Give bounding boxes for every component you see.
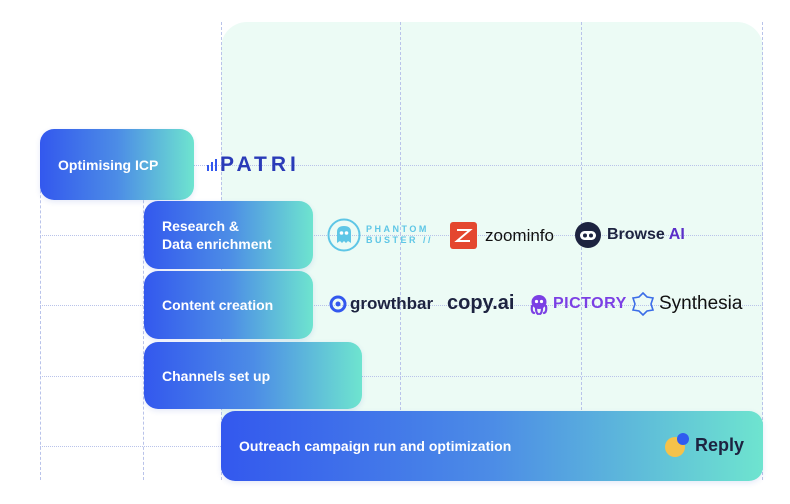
- pictory-wordmark: PICTORY: [553, 295, 627, 312]
- zoominfo-wordmark: zoominfo: [485, 225, 554, 245]
- grid-line-horizontal: [40, 305, 763, 306]
- stage-label: Content creation: [162, 297, 274, 313]
- grid-line-vertical: [143, 150, 144, 480]
- stage-label: Outreach campaign run and optimization: [239, 438, 512, 454]
- pictory-logo: PICTORY: [528, 293, 627, 315]
- zoominfo-icon: [450, 222, 477, 249]
- phantom-ghost-icon: [327, 218, 361, 252]
- reply-wordmark: Reply: [695, 434, 745, 455]
- browse-ai-wordmark: Browse: [607, 226, 665, 243]
- grid-line-vertical: [400, 22, 401, 480]
- reply-logo: Reply: [664, 432, 744, 458]
- patri-bars-icon: [207, 159, 217, 171]
- stage-label: Optimising ICP: [58, 156, 159, 173]
- synthesia-wordmark: Synthesia: [659, 293, 743, 314]
- growthbar-icon: [329, 295, 347, 313]
- synthesia-logo: Synthesia: [631, 292, 742, 316]
- pictory-octopus-icon: [530, 295, 548, 315]
- grid-line-horizontal: [40, 235, 763, 236]
- stage-optimising-icp: Optimising ICP: [40, 129, 194, 200]
- copy-ai-wordmark: copy.ai: [447, 292, 515, 314]
- grid-line-vertical: [581, 22, 582, 480]
- stage-content-creation: Content creation: [144, 271, 313, 339]
- stage-channels-set-up: Channels set up: [144, 342, 362, 409]
- patri-wordmark: PATRI: [220, 153, 300, 176]
- stage-label-line2: Data enrichment: [162, 236, 272, 252]
- phantombuster-wordmark-line2: BUSTER //: [366, 235, 434, 245]
- browse-ai-logo: Browse AI: [575, 222, 685, 248]
- stage-label: Channels set up: [162, 367, 271, 384]
- browse-ai-suffix: AI: [668, 226, 685, 243]
- stage-research-data-enrichment: Research & Data enrichment: [144, 201, 313, 269]
- growthbar-logo: growthbar: [329, 294, 433, 314]
- zoominfo-logo: zoominfo: [450, 222, 554, 249]
- grid-line-vertical: [40, 150, 41, 480]
- phantombuster-wordmark-line1: PHANTOM: [366, 224, 429, 234]
- stage-label-line1: Research &: [162, 218, 240, 234]
- copy-ai-logo: copy.ai: [447, 292, 514, 315]
- growthbar-wordmark: growthbar: [350, 294, 434, 313]
- grid-line-horizontal: [40, 376, 763, 377]
- browse-ai-robot-icon: [575, 222, 601, 248]
- phantombuster-logo: PHANTOM BUSTER //: [327, 218, 433, 252]
- patri-logo: PATRI: [207, 153, 300, 177]
- synthesia-icon: [631, 292, 655, 316]
- grid-line-vertical: [762, 22, 763, 480]
- grid-line-horizontal: [40, 165, 763, 166]
- reply-icon: [665, 433, 689, 457]
